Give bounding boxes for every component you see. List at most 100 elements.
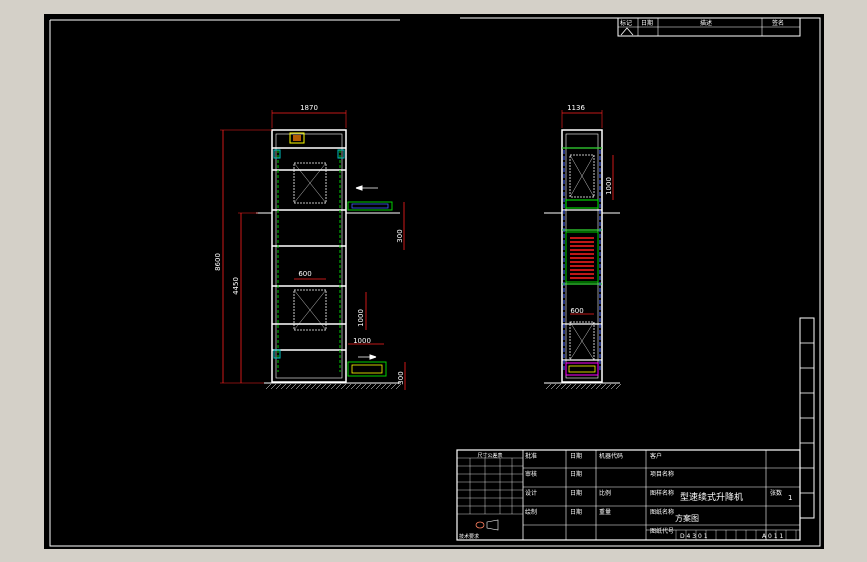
- front-lower-conveyor: [347, 361, 387, 377]
- hatch-stroke: [350, 383, 357, 390]
- front-frame: [271, 129, 347, 383]
- drawing-canvas[interactable]: 标记 日期 描述 签名: [44, 14, 824, 549]
- side-frame: [561, 129, 603, 383]
- hatch-stroke: [360, 383, 367, 390]
- hatch-stroke: [380, 383, 387, 390]
- front-upper-car: [293, 162, 327, 204]
- front-lift-height-dim: 4450: [232, 277, 240, 295]
- hatch-stroke: [345, 383, 352, 390]
- drawing-code-value: D 4 3 0 1: [680, 533, 708, 540]
- hatch-stroke: [615, 383, 622, 390]
- weight-label: 重量: [599, 508, 611, 516]
- hatch-stroke: [585, 383, 592, 390]
- projection-symbol-icon: [475, 521, 485, 529]
- side-upper-height-dim: 1000: [605, 177, 613, 195]
- front-upper-conveyor: [347, 201, 393, 211]
- front-inlet-height-dim: 1000: [357, 309, 365, 327]
- date-label-2: 日期: [570, 470, 582, 478]
- hatch-stroke: [550, 383, 557, 390]
- hatch-stroke: [570, 383, 577, 390]
- hatch-stroke: [575, 383, 582, 390]
- hatch-stroke: [330, 383, 337, 390]
- drawing-name-label: 图样名称: [650, 489, 674, 497]
- canvas-background: [44, 14, 824, 549]
- hatch-stroke: [545, 383, 552, 390]
- hatch-stroke: [595, 383, 602, 390]
- drawing-name-value: 型速续式升降机: [680, 491, 743, 503]
- hatch-stroke: [285, 383, 292, 390]
- date-label-4: 日期: [570, 508, 582, 516]
- sheet-value: 1: [788, 494, 792, 502]
- front-width-dim: 1870: [300, 104, 318, 112]
- drawing-title-label: 图纸名称: [650, 508, 674, 516]
- scale-label: 比例: [599, 489, 611, 497]
- side-base-drive: [565, 362, 599, 376]
- front-lower-flow-arrow-icon: [369, 354, 377, 360]
- hatch-stroke: [310, 383, 317, 390]
- side-lower-car: [569, 321, 595, 361]
- hatch-stroke: [385, 383, 392, 390]
- hatch-stroke: [370, 383, 377, 390]
- material-code-label: 机器代码: [599, 452, 623, 460]
- hatch-stroke: [295, 383, 302, 390]
- side-carrier-stack: [570, 237, 594, 279]
- hatch-stroke: [290, 383, 297, 390]
- revision-triangle-icon: [620, 27, 634, 36]
- front-lower-car: [293, 289, 327, 331]
- tolerance-table-title: 尺寸公差表: [477, 452, 502, 459]
- project-name-label: 项目名称: [650, 470, 674, 478]
- hatch-stroke: [565, 383, 572, 390]
- front-frame-rungs: [272, 147, 346, 351]
- hatch-stroke: [600, 383, 607, 390]
- hatch-stroke: [355, 383, 362, 390]
- front-outlet-length-dim: 1000: [353, 337, 371, 345]
- hatch-stroke: [315, 383, 322, 390]
- hatch-stroke: [325, 383, 332, 390]
- hatch-stroke: [580, 383, 587, 390]
- side-lower-width-dim: 600: [570, 307, 583, 315]
- hatch-stroke: [365, 383, 372, 390]
- rev-col-date: 日期: [641, 19, 653, 27]
- drawing-code-label: 图纸代号: [650, 527, 674, 535]
- hatch-stroke: [395, 383, 402, 390]
- front-inner-width-dim: 600: [298, 270, 311, 278]
- front-view: 1870 8600 4450 600 1000 1000 300 300: [214, 104, 406, 390]
- hatch-stroke: [340, 383, 347, 390]
- date-label-1: 日期: [570, 452, 582, 460]
- revision-value: A 0 1 1: [762, 533, 783, 540]
- hatch-stroke: [375, 383, 382, 390]
- front-upper-flow-arrow-icon: [355, 185, 363, 191]
- hatch-stroke: [320, 383, 327, 390]
- front-total-height-dim: 8600: [214, 253, 222, 271]
- sheet-label: 张数: [770, 489, 782, 497]
- drawing-svg: 标记 日期 描述 签名: [44, 14, 824, 549]
- side-frame-rungs: [562, 147, 602, 361]
- title-block: 尺寸公差表 技术要求 批准 审核 设计 绘制 日期 日期 日期 日期 机器代码 …: [456, 449, 801, 541]
- hatch-stroke: [590, 383, 597, 390]
- front-bottom-300-dim: 300: [397, 371, 405, 384]
- hatch-stroke: [265, 383, 272, 390]
- front-right-300-dim: 300: [396, 229, 404, 242]
- revision-header: 标记 日期 描述 签名: [617, 17, 801, 37]
- side-ground-hatch: [545, 383, 622, 390]
- design-label: 设计: [525, 489, 537, 497]
- hatch-stroke: [560, 383, 567, 390]
- rev-col-sign: 签名: [772, 19, 784, 27]
- rev-col-mark: 标记: [620, 19, 632, 27]
- draw-label: 绘制: [525, 508, 537, 516]
- tech-req-label: 技术要求: [459, 533, 479, 540]
- side-upper-car: [569, 154, 595, 198]
- hatch-stroke: [300, 383, 307, 390]
- hatch-stroke: [305, 383, 312, 390]
- customer-label: 客户: [650, 452, 662, 460]
- hatch-stroke: [270, 383, 277, 390]
- side-width-dim: 1136: [567, 104, 585, 112]
- front-ground-hatch: [265, 383, 402, 390]
- hatch-stroke: [390, 383, 397, 390]
- tolerance-table: [456, 449, 524, 541]
- hatch-stroke: [280, 383, 287, 390]
- right-zone-tabs: [799, 317, 815, 519]
- rev-col-desc: 描述: [700, 19, 712, 27]
- drawing-title-value: 方案图: [675, 513, 699, 523]
